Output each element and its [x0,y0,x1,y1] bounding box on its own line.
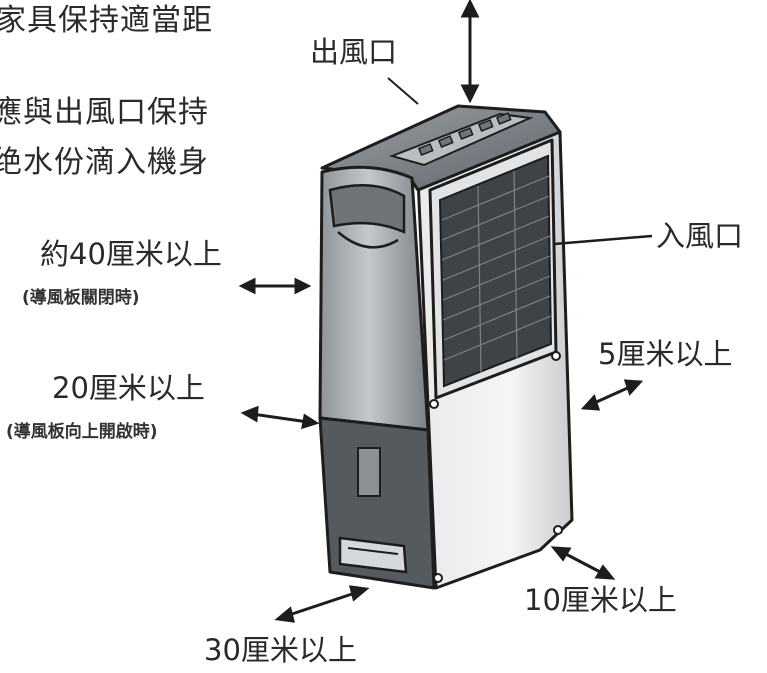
arrow-back [561,550,605,576]
intro-line-2: 應與出風口保持 [0,95,209,130]
side-open-note: (導風板向上開啟時) [6,422,158,442]
side-open-label: 20厘米以上 [52,371,205,405]
side-closed-note: (導風板關閉時) [22,288,140,308]
front-louver [328,184,406,234]
back-label: 10厘米以上 [524,583,677,617]
control-buttons [417,112,512,157]
intro-line-1: 家具保持適當距 [0,3,213,38]
right-side-label: 5厘米以上 [598,337,733,371]
arrow-left-lower [251,412,309,424]
front-label: 30厘米以上 [204,633,357,667]
grille-lines [441,170,552,373]
screws [429,351,563,583]
inlet-grille [438,154,553,388]
tank-window [357,447,381,497]
outlet-leader [387,77,419,105]
arrow-right [591,384,633,406]
intro-line-3: 绝水份滴入機身 [0,145,209,180]
tank-handle [338,536,408,574]
arrow-front [285,590,359,618]
inlet-label: 入風口 [656,219,744,253]
side-closed-label: 約40厘米以上 [40,237,222,271]
inlet-leader [553,234,653,246]
outlet-label: 出風口 [310,35,398,69]
front-upper [318,165,430,432]
